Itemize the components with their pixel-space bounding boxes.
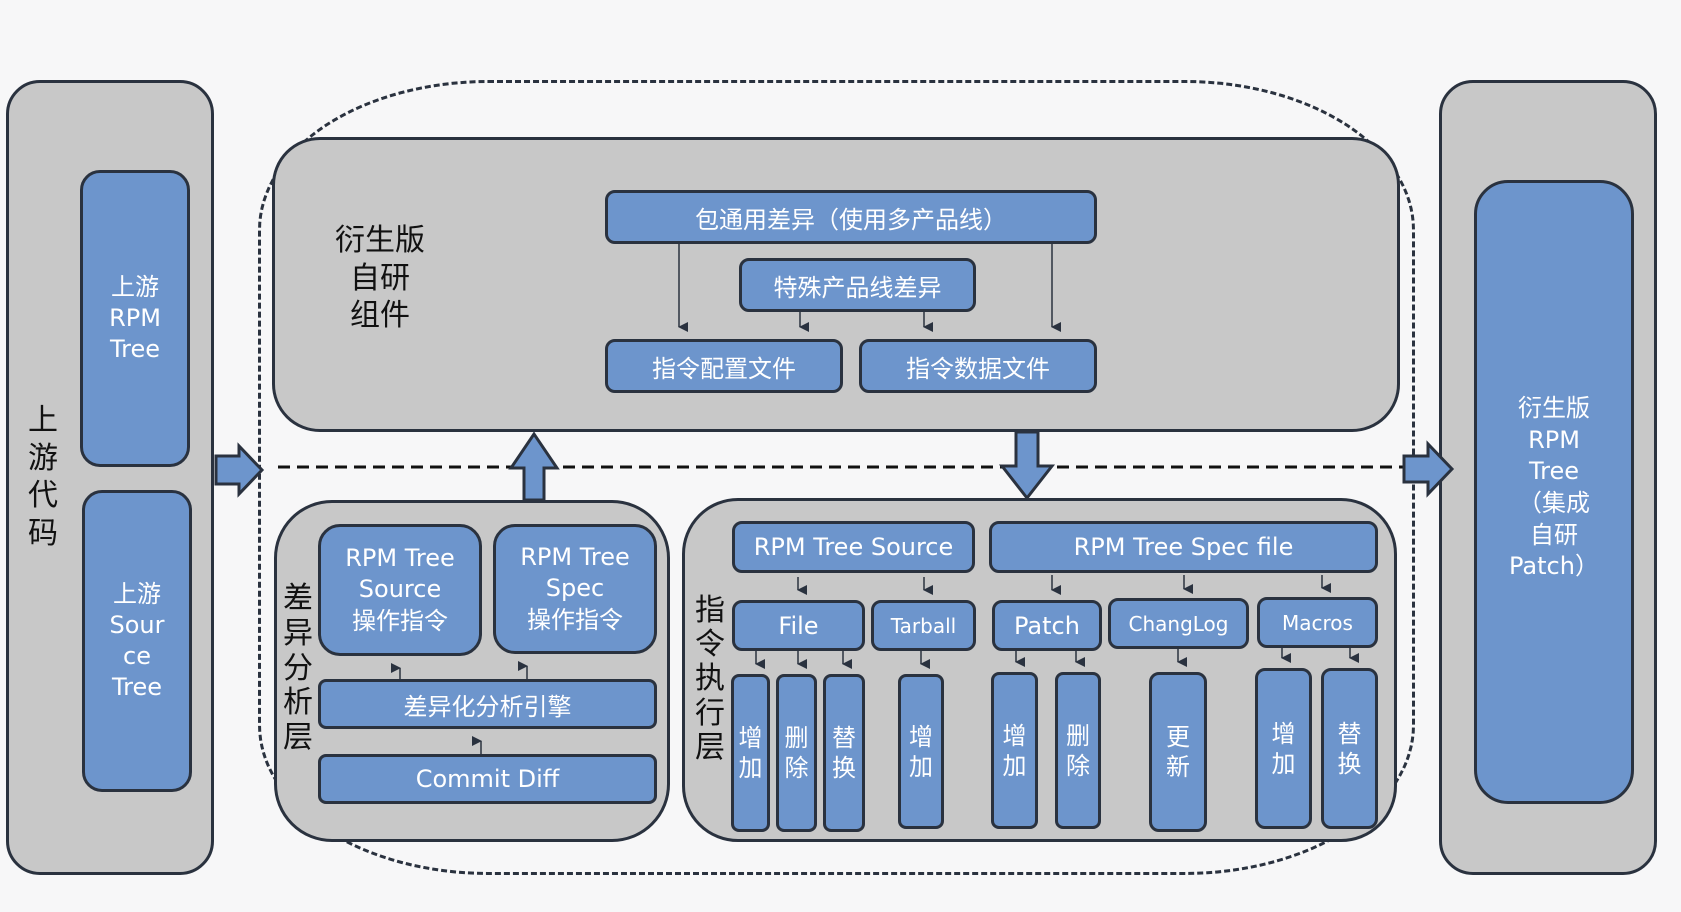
instruction-config-file-box[interactable]: 指令配置文件	[605, 339, 843, 393]
patch-add-box[interactable]: 增 加	[991, 672, 1038, 829]
upstream-rpm-tree[interactable]: 上游 RPM Tree	[80, 170, 190, 467]
self-dev-components-label: 衍生版 自研 组件	[335, 223, 425, 333]
patch-box[interactable]: Patch	[992, 600, 1102, 651]
rpm-tree-source-ops-box[interactable]: RPM Tree Source 操作指令	[318, 524, 482, 656]
patch-delete-box[interactable]: 删 除	[1055, 672, 1101, 829]
file-add-box[interactable]: 增 加	[731, 674, 770, 832]
exec-rpm-tree-source-box[interactable]: RPM Tree Source	[732, 521, 975, 573]
exec-rpm-tree-spec-file-box[interactable]: RPM Tree Spec file	[989, 521, 1378, 573]
file-delete-box[interactable]: 删 除	[776, 674, 817, 832]
macros-replace-box[interactable]: 替 换	[1321, 668, 1378, 829]
common-diff-box[interactable]: 包通用差异（使用多产品线）	[605, 190, 1097, 244]
block-arrow-upstream-in	[214, 442, 265, 498]
tarball-box[interactable]: Tarball	[871, 600, 976, 651]
derived-rpm-tree-box[interactable]: 衍生版 RPM Tree （集成 自研 Patch）	[1474, 180, 1634, 804]
special-diff-box[interactable]: 特殊产品线差异	[739, 258, 976, 312]
commit-diff-box[interactable]: Commit Diff	[318, 754, 657, 804]
upstream-code-label: 上 游 代 码	[28, 403, 58, 551]
instruction-data-file-box[interactable]: 指令数据文件	[859, 339, 1097, 393]
file-box[interactable]: File	[732, 600, 865, 651]
changelog-box[interactable]: ChangLog	[1108, 598, 1249, 649]
instruction-execution-layer-label: 指 令 执 行 层	[695, 593, 725, 765]
macros-box[interactable]: Macros	[1257, 597, 1378, 648]
changelog-update-box[interactable]: 更 新	[1149, 672, 1207, 832]
diff-analysis-layer-label: 差 异 分 析 层	[283, 581, 313, 756]
macros-add-box[interactable]: 增 加	[1255, 668, 1312, 829]
upstream-source-tree[interactable]: 上游 Sour ce Tree	[82, 490, 192, 792]
file-replace-box[interactable]: 替 换	[823, 674, 865, 832]
tarball-add-box[interactable]: 增 加	[898, 674, 944, 829]
rpm-tree-spec-ops-box[interactable]: RPM Tree Spec 操作指令	[493, 524, 657, 654]
diff-analysis-engine-box[interactable]: 差异化分析引擎	[318, 679, 657, 729]
